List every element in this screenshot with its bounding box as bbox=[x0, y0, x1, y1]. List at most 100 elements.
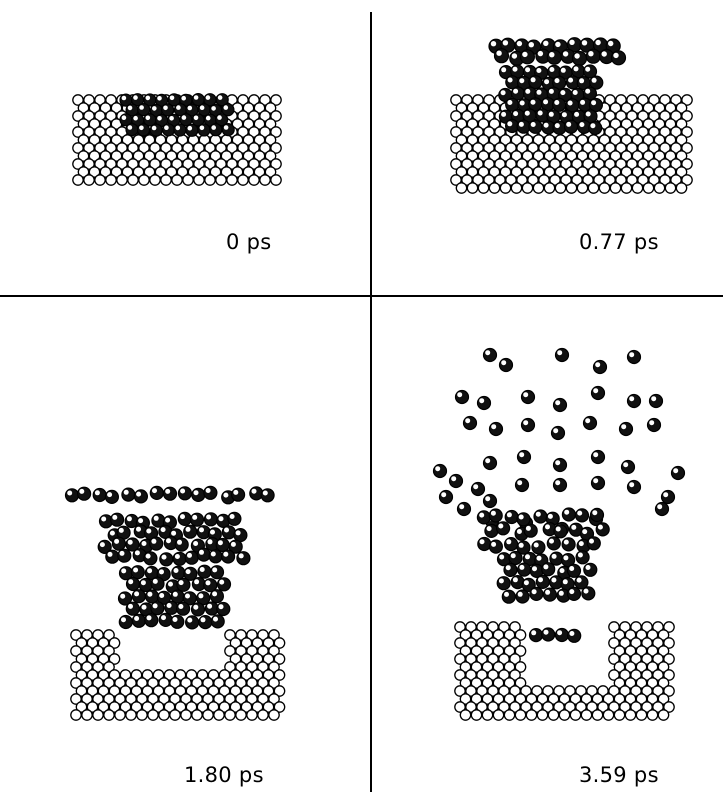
ejected-atom bbox=[620, 423, 633, 436]
atom-highlight bbox=[217, 115, 222, 120]
atom-highlight bbox=[142, 605, 147, 610]
atom-highlight bbox=[507, 100, 512, 105]
ejected-atom bbox=[472, 483, 485, 496]
atom-highlight bbox=[252, 489, 257, 494]
atom-highlight bbox=[124, 490, 129, 495]
cluster-atom bbox=[237, 552, 250, 565]
atom-highlight bbox=[210, 530, 215, 535]
cluster-atom bbox=[222, 124, 234, 136]
cluster-atom bbox=[118, 549, 131, 562]
ejected-atom bbox=[672, 467, 685, 480]
substrate-atom bbox=[128, 175, 138, 185]
atom-highlight bbox=[538, 111, 543, 116]
atom-highlight bbox=[67, 491, 72, 496]
cluster-atom bbox=[612, 51, 626, 65]
atom-highlight bbox=[181, 96, 186, 101]
time-label: 0 ps bbox=[226, 230, 272, 254]
atom-highlight bbox=[517, 529, 522, 534]
atom-highlight bbox=[485, 496, 490, 501]
atom-highlight bbox=[513, 577, 518, 582]
atom-highlight bbox=[193, 541, 198, 546]
cluster-atom bbox=[211, 566, 224, 579]
atom-highlight bbox=[224, 528, 229, 533]
atom-highlight bbox=[538, 577, 543, 582]
cluster-atom bbox=[485, 524, 498, 537]
atom-highlight bbox=[139, 126, 144, 131]
panel-0ps: 0 ps bbox=[0, 0, 369, 294]
atom-highlight bbox=[537, 556, 542, 561]
atom-highlight bbox=[133, 95, 138, 100]
atom-highlight bbox=[511, 553, 516, 558]
atom-highlight bbox=[663, 492, 668, 497]
atom-highlight bbox=[566, 122, 571, 127]
atom-highlight bbox=[562, 112, 567, 117]
atom-highlight bbox=[508, 78, 513, 83]
cluster-atom bbox=[197, 548, 210, 561]
atom-highlight bbox=[153, 603, 158, 608]
atom-highlight bbox=[525, 89, 530, 94]
ejected-atom bbox=[464, 417, 477, 430]
atom-highlight bbox=[543, 99, 548, 104]
cluster-atom bbox=[192, 488, 205, 501]
atom-highlight bbox=[531, 100, 536, 105]
atom-highlight bbox=[441, 492, 446, 497]
atom-snapshot-0-77ps bbox=[372, 0, 723, 294]
atom-highlight bbox=[146, 116, 151, 121]
atom-highlight bbox=[239, 553, 244, 558]
substrate-atom bbox=[526, 710, 536, 720]
atom-highlight bbox=[178, 604, 183, 609]
cluster-atom bbox=[122, 488, 135, 501]
atom-highlight bbox=[519, 452, 524, 457]
atom-highlight bbox=[623, 462, 628, 467]
atom-highlight bbox=[193, 605, 198, 610]
cluster-atom bbox=[209, 550, 222, 563]
atom-highlight bbox=[185, 594, 190, 599]
substrate-atom bbox=[456, 183, 466, 193]
substrate-atom bbox=[95, 175, 105, 185]
atom-highlight bbox=[128, 579, 133, 584]
substrate-atom bbox=[581, 710, 591, 720]
atom-highlight bbox=[165, 489, 170, 494]
atom-highlight bbox=[593, 478, 598, 483]
atom-highlight bbox=[206, 488, 211, 493]
cluster-atom bbox=[217, 603, 230, 616]
atom-highlight bbox=[175, 554, 180, 559]
atom-highlight bbox=[174, 568, 179, 573]
cluster-atom bbox=[489, 509, 502, 522]
atom-highlight bbox=[501, 90, 506, 95]
atom-highlight bbox=[152, 126, 157, 131]
cluster-atom bbox=[228, 512, 241, 525]
ejected-atom bbox=[516, 479, 529, 492]
cluster-atom bbox=[520, 50, 534, 64]
atom-highlight bbox=[233, 490, 238, 495]
substrate-atom bbox=[625, 710, 635, 720]
atom-highlight bbox=[590, 123, 595, 128]
cluster-atom bbox=[145, 614, 158, 627]
time-label: 3.59 ps bbox=[579, 763, 659, 787]
cluster-atom bbox=[517, 513, 530, 526]
ejected-atom bbox=[628, 481, 641, 494]
atom-highlight bbox=[629, 352, 634, 357]
substrate-atom bbox=[478, 183, 488, 193]
cluster-atom bbox=[111, 513, 124, 526]
cluster-atom bbox=[151, 602, 164, 615]
atom-highlight bbox=[136, 527, 141, 532]
atom-highlight bbox=[555, 78, 560, 83]
cluster-atom bbox=[146, 590, 159, 603]
atom-highlight bbox=[151, 539, 156, 544]
cluster-atom bbox=[536, 575, 549, 588]
substrate-atom bbox=[247, 710, 257, 720]
atom-highlight bbox=[526, 526, 531, 531]
atom-highlight bbox=[187, 553, 192, 558]
atom-highlight bbox=[146, 96, 151, 101]
substrate-atom bbox=[636, 710, 646, 720]
atom-highlight bbox=[165, 518, 170, 523]
cluster-atom bbox=[497, 577, 510, 590]
atom-highlight bbox=[591, 100, 596, 105]
atom-highlight bbox=[147, 568, 152, 573]
atom-highlight bbox=[128, 604, 133, 609]
ejected-atom bbox=[648, 419, 661, 432]
cluster-atom bbox=[565, 120, 578, 133]
substrate-atom bbox=[621, 183, 631, 193]
time-label: 1.80 ps bbox=[184, 763, 264, 787]
